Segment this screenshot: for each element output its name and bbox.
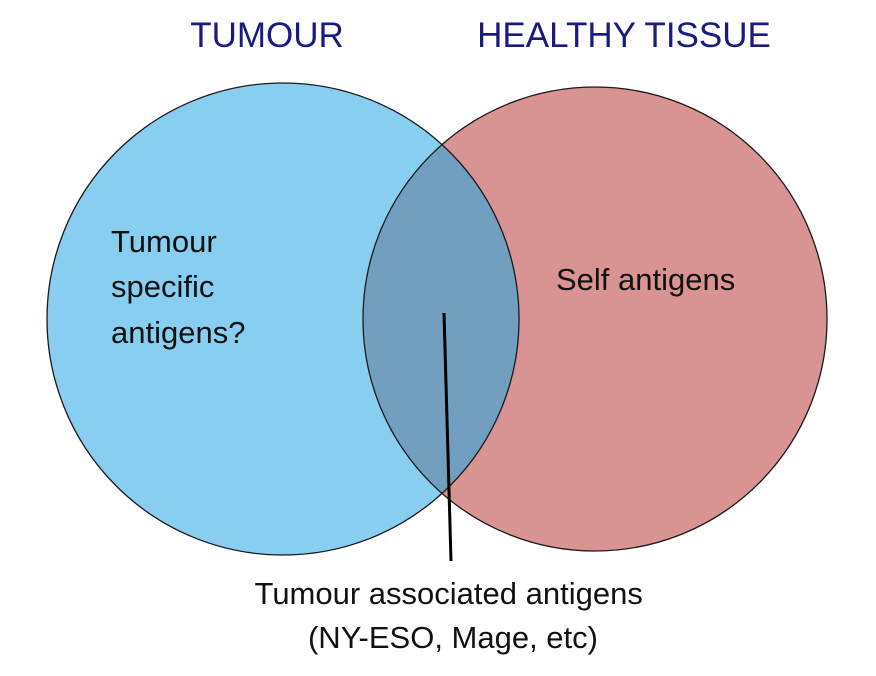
tumour-specific-antigens-line-1: Tumour [111, 224, 217, 259]
caption-line-2: (NY-ESO, Mage, etc) [308, 620, 598, 655]
healthy-tissue-set-title: HEALTHY TISSUE [477, 16, 771, 55]
overlap-region [363, 87, 519, 551]
tumour-specific-antigens-line-2: specific [111, 269, 214, 304]
tumour-circle-outline [46, 82, 520, 556]
tumour-specific-antigens-label: Tumour specific antigens? [111, 224, 245, 350]
tumour-associated-antigens-caption: Tumour associated antigens (NY-ESO, Mage… [255, 576, 652, 655]
self-antigens-label: Self antigens [556, 262, 735, 297]
tumour-specific-antigens-line-3: antigens? [111, 315, 245, 350]
overlap-pointer-line [442, 312, 453, 562]
tumour-set-title: TUMOUR [190, 16, 344, 55]
caption-line-1: Tumour associated antigens [255, 576, 643, 611]
healthy-tissue-circle-outline [362, 86, 828, 552]
